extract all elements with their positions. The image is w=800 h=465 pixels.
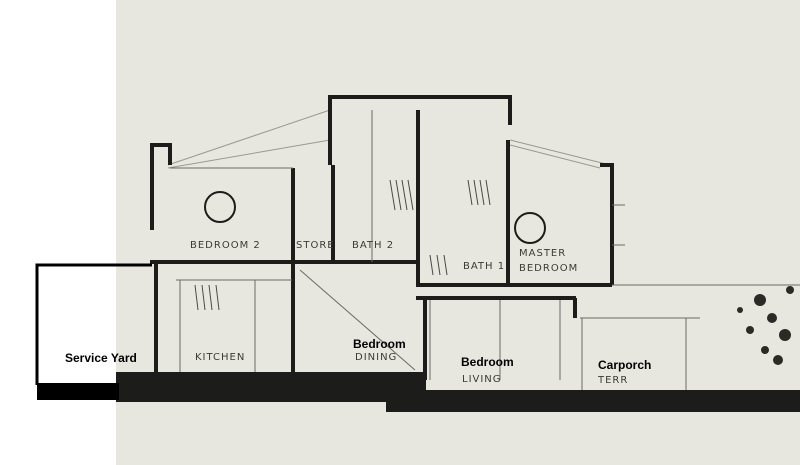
ground-left: [116, 372, 426, 402]
label-living: LIVING: [462, 374, 502, 385]
label-dining: DINING: [355, 352, 398, 363]
annotation-bedroom-upper: Bedroom: [353, 337, 406, 351]
annotation-service-yard: Service Yard: [65, 351, 137, 365]
round-window-icon: [204, 191, 236, 223]
ground-right: [386, 390, 800, 412]
service-yard-outline: [35, 263, 152, 385]
label-store: STORE: [296, 240, 335, 251]
roof-lines: [167, 109, 611, 169]
service-yard-ground: [37, 383, 119, 400]
label-kitchen: KITCHEN: [195, 352, 246, 363]
label-master-bedroom: BEDROOM: [519, 263, 579, 274]
label-terrace: TERR: [598, 375, 629, 386]
round-window-icon: [514, 212, 546, 244]
label-master: MASTER: [519, 248, 567, 259]
thin-lines: [170, 110, 800, 392]
hatching: [194, 179, 491, 311]
annotation-bedroom-lower: Bedroom: [461, 355, 514, 369]
label-bedroom-2: BEDROOM 2: [190, 240, 261, 251]
label-bath-1: BATH 1: [463, 261, 506, 272]
annotation-carporch: Carporch: [598, 358, 652, 372]
tree-icon: [737, 286, 794, 365]
label-bath-2: BATH 2: [352, 240, 395, 251]
